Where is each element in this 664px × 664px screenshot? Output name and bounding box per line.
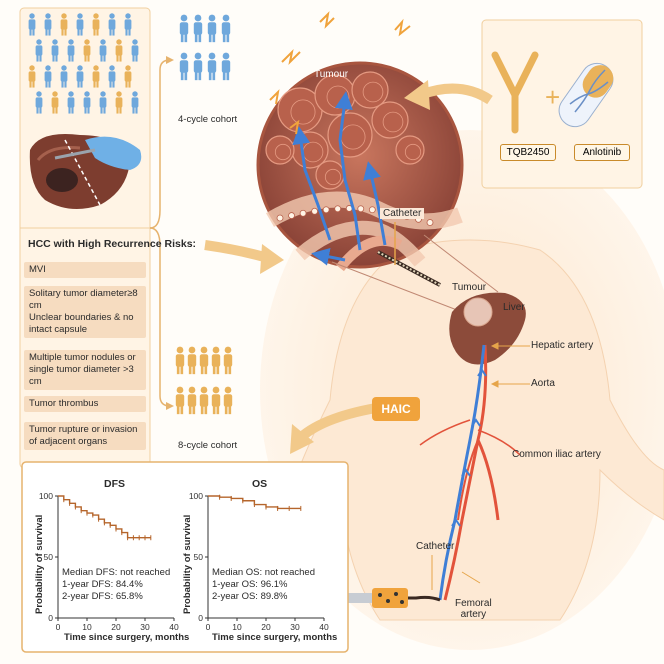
spark-icon [269,11,411,135]
catheter-label: Catheter [416,541,455,552]
hepatic-artery-label: Hepatic artery [531,340,594,351]
os-xlabel: Time since surgery, months [212,632,338,643]
flow-arrow [204,240,270,263]
x-tick-label: 30 [140,622,150,632]
y-tick-label: 0 [198,613,203,623]
tumour-label: Tumour [452,282,487,293]
liver-resection-icon [29,134,142,209]
anatomy-pointers [431,342,530,590]
femoral-line-1: Femoral [455,598,492,609]
cohort-8-icon [175,346,233,415]
aorta-label: Aorta [531,378,555,389]
liver-label: Liver [503,302,525,313]
dfs-plot: 0 10 20 30 40 0 50 100 [39,491,179,632]
risk-item: Tumor rupture or invasion of adjacent or… [24,422,146,450]
patient-crowd-icon [28,13,139,114]
x-tick-label: 20 [261,622,271,632]
os-stat: Median OS: not reached [212,567,315,578]
catheter-device-icon [345,588,441,608]
dfs-xlabel: Time since surgery, months [64,632,190,643]
survival-panel [21,461,349,653]
x-tick-label: 40 [169,622,179,632]
risk-item: Solitary tumor diameter≥8 cm [24,286,146,314]
common-iliac-label: Common iliac artery [512,449,601,460]
zoom-tumour-label: Tumour [314,69,349,80]
dfs-title: DFS [104,478,125,490]
cohort-4-label: 4-cycle cohort [178,114,238,125]
dfs-ylabel: Probability of survival [34,514,45,614]
dfs-stat: 2-year DFS: 65.8% [62,591,143,602]
dfs-stat: 1-year DFS: 84.4% [62,579,143,590]
connector-lines [149,59,171,229]
os-plot: 0 10 20 30 40 0 50 100 [189,491,329,632]
os-stat: 1-year OS: 96.1% [212,579,288,590]
x-tick-label: 10 [82,622,92,632]
cohort-8-label: 8-cycle cohort [178,440,238,451]
y-tick-label: 0 [48,613,53,623]
os-stat: 2-year OS: 89.8% [212,591,288,602]
liver-icon [449,292,526,365]
vessels-icon [419,344,521,601]
x-tick-label: 10 [232,622,242,632]
cohort-4-icon [179,14,231,81]
risk-item: Tumor thrombus [24,396,146,412]
os-title: OS [252,478,268,490]
y-tick-label: 100 [39,491,53,501]
risk-item: Unclear boundaries & no intact capsule [24,310,146,338]
risk-item: MVI [24,262,146,278]
x-tick-label: 0 [56,622,61,632]
capsule-icon [558,62,614,128]
haic-badge: HAIC [372,397,420,421]
y-tick-label: 50 [194,552,204,562]
dfs-stat: Median DFS: not reached [62,567,171,578]
femoral-artery-label: Femoral artery [455,598,492,620]
risk-title: HCC with High Recurrence Risks: [28,238,197,250]
x-tick-label: 20 [111,622,121,632]
x-tick-label: 30 [290,622,300,632]
plus-sign: + [545,82,561,112]
flow-arrows-icon [451,368,487,527]
os-ylabel: Probability of survival [182,514,193,614]
risk-item: Multiple tumor nodules or single tumor d… [24,350,146,390]
zoom-catheter-label: Catheter [380,208,425,219]
y-tick-label: 100 [189,491,203,501]
x-tick-label: 40 [319,622,329,632]
x-tick-label: 0 [206,622,211,632]
antibody-icon [491,51,539,134]
drug-label-anlotinib: Anlotinib [574,144,630,161]
y-tick-label: 50 [44,552,54,562]
femoral-line-2: artery [460,609,487,620]
drug-label-tqb2450: TQB2450 [500,144,556,161]
